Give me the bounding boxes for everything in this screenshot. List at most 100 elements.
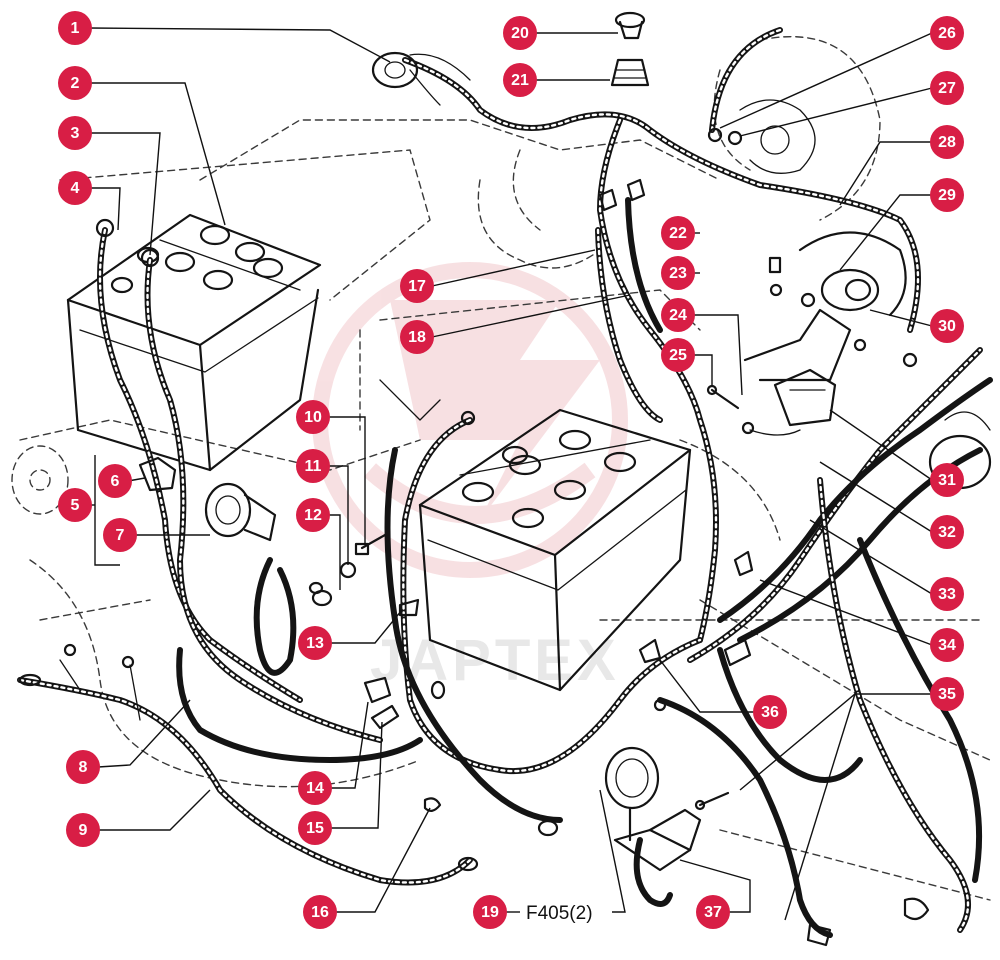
callout-33: 33 — [930, 577, 964, 611]
nut-11 — [339, 561, 357, 579]
callout-8: 8 — [66, 750, 100, 784]
svg-text:32: 32 — [938, 524, 956, 541]
svg-text:35: 35 — [938, 686, 956, 703]
svg-text:12: 12 — [304, 507, 322, 524]
callout-31: 31 — [930, 463, 964, 497]
terminals-27 — [707, 127, 743, 146]
callout-11: 11 — [296, 449, 330, 483]
svg-text:9: 9 — [79, 822, 88, 839]
callout-27: 27 — [930, 71, 964, 105]
callout-19: 19 — [473, 895, 507, 929]
clamp-15 — [370, 704, 400, 730]
callout-24: 24 — [661, 298, 695, 332]
callout-17: 17 — [400, 269, 434, 303]
cables — [17, 27, 993, 938]
callout-34: 34 — [930, 628, 964, 662]
svg-text:14: 14 — [306, 780, 324, 797]
callout-21: 21 — [503, 63, 537, 97]
solenoid-7 — [204, 482, 277, 542]
svg-text:20: 20 — [511, 25, 529, 42]
tractor-frame — [11, 36, 991, 901]
svg-text:3: 3 — [71, 125, 80, 142]
svg-text:26: 26 — [938, 25, 956, 42]
svg-text:22: 22 — [669, 225, 687, 242]
svg-text:37: 37 — [704, 904, 722, 921]
bracket-37 — [613, 791, 730, 872]
callout-13: 13 — [298, 626, 332, 660]
callout-30: 30 — [930, 309, 964, 343]
regulator-31 — [741, 368, 837, 436]
svg-text:19: 19 — [481, 904, 499, 921]
svg-text:8: 8 — [79, 759, 88, 776]
svg-text:5: 5 — [71, 497, 80, 514]
bracket-24 — [743, 308, 852, 382]
svg-text:31: 31 — [938, 472, 956, 489]
svg-text:28: 28 — [938, 134, 956, 151]
callout-4: 4 — [58, 171, 92, 205]
callout-20: 20 — [503, 16, 537, 50]
svg-text:17: 17 — [408, 278, 426, 295]
callout-9: 9 — [66, 813, 100, 847]
svg-text:2: 2 — [71, 75, 80, 92]
clip-16 — [423, 797, 442, 812]
worklight-19 — [604, 746, 660, 842]
callout-35: 35 — [930, 677, 964, 711]
svg-text:33: 33 — [938, 586, 956, 603]
svg-text:7: 7 — [116, 527, 125, 544]
svg-text:18: 18 — [408, 329, 426, 346]
callout-36: 36 — [753, 695, 787, 729]
screw-25 — [706, 384, 740, 410]
battery-right — [379, 379, 692, 692]
relay-6 — [138, 456, 177, 492]
svg-text:16: 16 — [311, 904, 329, 921]
callout-25: 25 — [661, 338, 695, 372]
callout-23: 23 — [661, 256, 695, 290]
svg-text:13: 13 — [306, 635, 324, 652]
callout-15: 15 — [298, 811, 332, 845]
callout-18: 18 — [400, 320, 434, 354]
callout-6: 6 — [98, 464, 132, 498]
bolt-10 — [354, 533, 387, 556]
switch-1 — [371, 51, 419, 89]
svg-text:6: 6 — [111, 473, 120, 490]
callout-26: 26 — [930, 16, 964, 50]
callout-16: 16 — [303, 895, 337, 929]
callout-3: 3 — [58, 116, 92, 150]
horn-29 — [798, 231, 907, 352]
svg-text:30: 30 — [938, 318, 956, 335]
callout-28: 28 — [930, 125, 964, 159]
washer-23 — [769, 283, 783, 297]
callout-37: 37 — [696, 895, 730, 929]
svg-text:21: 21 — [511, 72, 529, 89]
svg-text:25: 25 — [669, 347, 687, 364]
connectors — [18, 178, 930, 947]
svg-text:29: 29 — [938, 187, 956, 204]
figure-code: F405(2) — [526, 903, 593, 924]
callout-5: 5 — [58, 488, 92, 522]
callout-14: 14 — [298, 771, 332, 805]
svg-text:15: 15 — [306, 820, 324, 837]
boot-21 — [610, 58, 650, 87]
svg-text:23: 23 — [669, 265, 687, 282]
svg-text:24: 24 — [669, 307, 687, 324]
svg-text:10: 10 — [304, 409, 322, 426]
callout-1: 1 — [58, 11, 92, 45]
svg-text:36: 36 — [761, 704, 779, 721]
bolt-22 — [768, 256, 782, 274]
callout-22: 22 — [661, 216, 695, 250]
callout-2: 2 — [58, 66, 92, 100]
washer-12 — [308, 581, 333, 607]
battery-left — [66, 213, 322, 472]
svg-text:11: 11 — [305, 458, 322, 475]
callout-12: 12 — [296, 498, 330, 532]
svg-text:1: 1 — [71, 20, 80, 37]
cap-20 — [614, 11, 646, 40]
callout-7: 7 — [103, 518, 137, 552]
callout-10: 10 — [296, 400, 330, 434]
leader-lines — [87, 27, 933, 921]
svg-text:34: 34 — [938, 637, 956, 654]
svg-text:4: 4 — [71, 180, 80, 197]
callout-32: 32 — [930, 515, 964, 549]
